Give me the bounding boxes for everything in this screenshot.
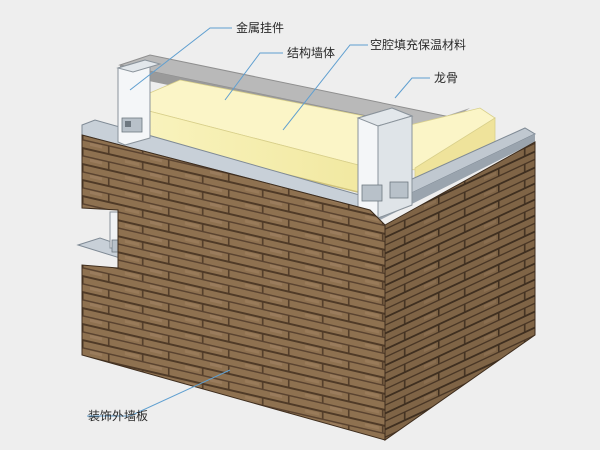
leader-decorative-panel bbox=[87, 369, 231, 417]
decorative-panel-left-face bbox=[81, 134, 386, 441]
decorative-panel-right-face bbox=[384, 141, 536, 441]
leader-cavity-insulation bbox=[282, 44, 368, 131]
leader-keel bbox=[394, 77, 430, 99]
leader-lines bbox=[87, 27, 430, 417]
leader-structural-wall bbox=[224, 52, 283, 101]
label-decorative-panel: 装饰外墙板 bbox=[88, 409, 149, 423]
label-structural-wall: 结构墙体 bbox=[287, 46, 336, 60]
label-metal-hanger: 金属挂件 bbox=[236, 21, 285, 35]
label-keel: 龙骨 bbox=[434, 71, 459, 85]
leader-metal-hanger bbox=[129, 27, 232, 91]
label-cavity-insulation: 空腔填充保温材料 bbox=[370, 38, 467, 52]
metal-hanger-right bbox=[356, 107, 414, 219]
